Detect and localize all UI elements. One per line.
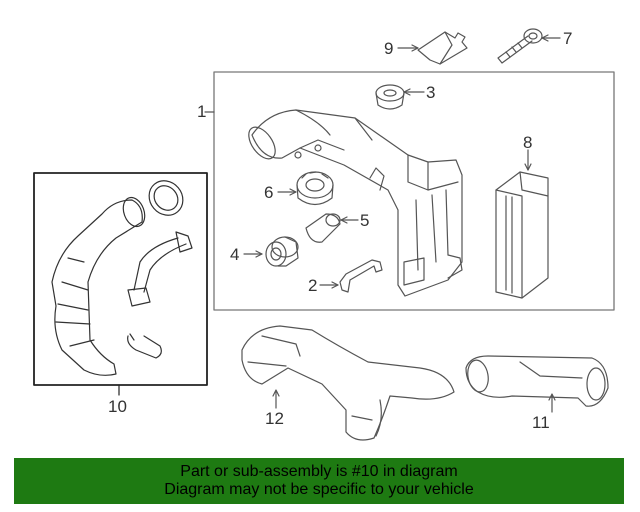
callout-6: 6 xyxy=(264,183,274,202)
filter-part-8 xyxy=(495,149,549,299)
duct-part-11 xyxy=(465,355,609,413)
callout-1: 1 xyxy=(197,102,207,121)
grommet-part-4 xyxy=(243,236,299,267)
callout-7: 7 xyxy=(563,29,573,48)
duct-part-12 xyxy=(241,325,455,441)
callout-12: 12 xyxy=(265,409,284,428)
callout-11: 11 xyxy=(532,413,550,432)
intake-hose-part-10[interactable] xyxy=(51,174,193,376)
clip-part-2 xyxy=(319,259,383,293)
callout-9: 9 xyxy=(384,39,394,58)
callout-8: 8 xyxy=(523,133,533,152)
callout-3: 3 xyxy=(426,83,436,102)
sensor-part-9 xyxy=(397,31,468,65)
sleeve-part-5 xyxy=(305,213,359,243)
grommet-part-6 xyxy=(277,171,334,206)
callout-2: 2 xyxy=(308,276,318,295)
callout-4: 4 xyxy=(230,245,240,264)
callout-10: 10 xyxy=(108,397,127,416)
assembly-box xyxy=(213,71,615,311)
banner-line-1: Part or sub-assembly is #10 in diagram xyxy=(180,463,458,480)
info-banner: Part or sub-assembly is #10 in diagram D… xyxy=(14,458,624,504)
callout-5: 5 xyxy=(360,211,370,230)
highlighted-part-box xyxy=(33,172,208,386)
grommet-part-3 xyxy=(375,84,425,110)
bolt-part-7 xyxy=(497,28,561,64)
banner-line-2: Diagram may not be specific to your vehi… xyxy=(164,481,474,498)
air-duct-assembly xyxy=(248,109,463,297)
